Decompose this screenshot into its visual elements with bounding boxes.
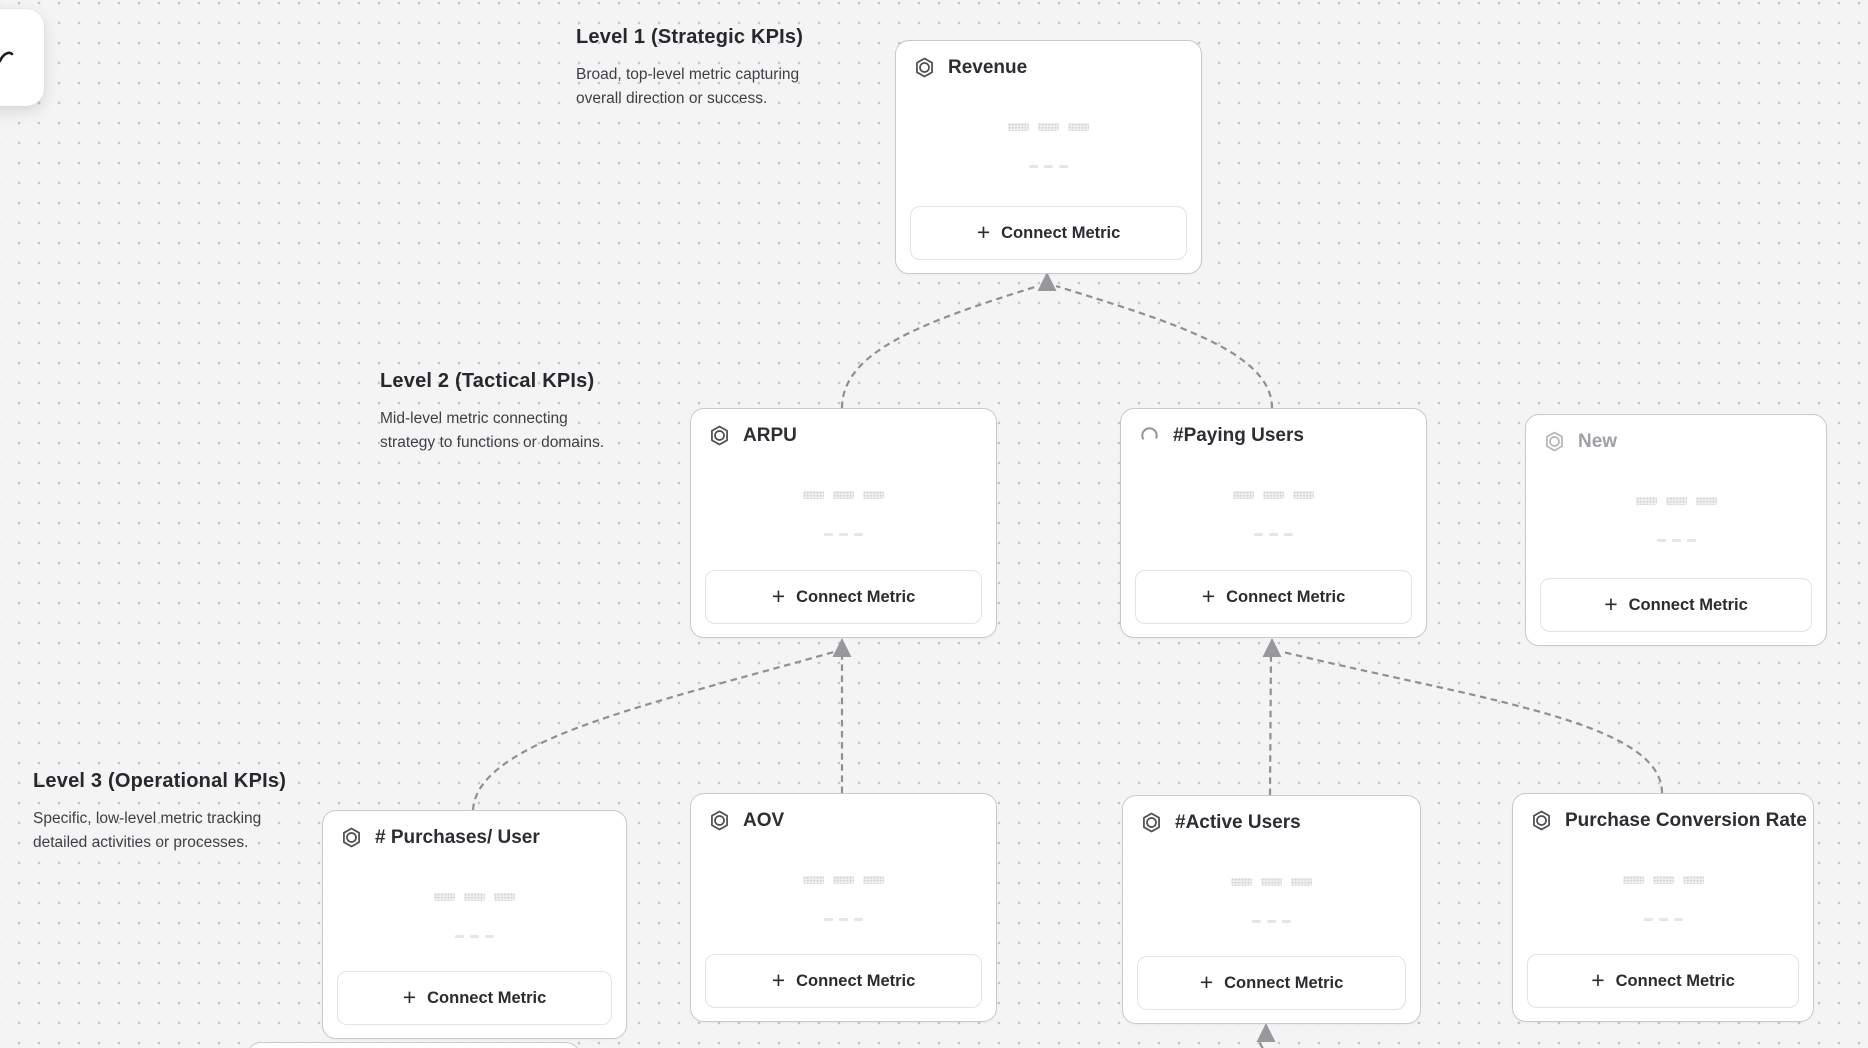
skeleton-dashes (896, 165, 1201, 168)
connect-metric-label: Connect Metric (796, 587, 916, 606)
metric-card-active-users[interactable]: #Active Users + Connect Metric (1122, 795, 1421, 1024)
connect-metric-button[interactable]: + Connect Metric (910, 206, 1187, 260)
plus-icon: + (771, 966, 786, 993)
level-1-description: Broad, top-level metric capturing overal… (576, 66, 800, 107)
metric-card-purchases-per-user[interactable]: # Purchases/ User + Connect Metric (322, 810, 627, 1039)
connect-metric-label: Connect Metric (1226, 587, 1346, 606)
card-title: New (1578, 430, 1618, 452)
card-title: #Active Users (1175, 811, 1301, 833)
card-header: #Active Users (1123, 796, 1420, 834)
card-header: #Paying Users (1121, 409, 1426, 447)
connect-metric-button[interactable]: + Connect Metric (1540, 578, 1812, 632)
connect-metric-button[interactable]: + Connect Metric (1527, 954, 1799, 1008)
plus-icon: + (1201, 582, 1216, 609)
plus-icon: + (1199, 968, 1214, 995)
connect-metric-button[interactable]: + Connect Metric (1135, 570, 1412, 624)
card-header: AOV (691, 794, 996, 832)
card-title: AOV (743, 809, 785, 831)
arrowhead-into-payingusers (1262, 638, 1282, 657)
connect-metric-button[interactable]: + Connect Metric (705, 954, 982, 1008)
edge-payingusers-revenue (1055, 284, 1274, 409)
metric-card-arpu[interactable]: ARPU + Connect Metric (690, 408, 997, 638)
skeleton-dashes (1121, 533, 1426, 536)
skeleton-bars (1123, 878, 1420, 886)
skeleton-dashes (691, 533, 996, 536)
edge-activeusers-payingusers (1268, 649, 1273, 796)
skeleton-bars (1526, 497, 1826, 505)
metric-card-partial-offscreen[interactable] (247, 1042, 580, 1048)
hexagon-metric-icon (1143, 812, 1160, 833)
card-title: Purchase Conversion Rate (1565, 809, 1807, 831)
skeleton-bars (323, 893, 626, 901)
plus-icon: + (1604, 590, 1618, 617)
card-header: ARPU (691, 409, 996, 447)
level-3-title: Level 3 (Operational KPIs) (33, 770, 287, 792)
metric-card-revenue[interactable]: Revenue + Connect Metric (895, 40, 1202, 274)
connect-metric-label: Connect Metric (427, 988, 547, 1007)
hexagon-metric-icon (1546, 431, 1563, 452)
hexagon-metric-icon (343, 827, 360, 848)
skeleton-dashes (1526, 539, 1826, 542)
connect-metric-label: Connect Metric (1628, 595, 1748, 614)
level-2-label: Level 2 (Tactical KPIs) Mid-level metric… (380, 366, 622, 455)
card-title: # Purchases/ User (375, 826, 540, 848)
plus-icon: + (1591, 966, 1605, 993)
skeleton-bars (691, 491, 996, 499)
plus-icon: + (771, 582, 786, 609)
skeleton-dashes (691, 918, 996, 921)
metric-card-purchase-conversion-rate[interactable]: Purchase Conversion Rate + Connect Metri… (1512, 793, 1814, 1022)
skeleton-bars (1121, 491, 1426, 499)
connect-metric-label: Connect Metric (796, 971, 916, 990)
skeleton-dashes (1513, 918, 1813, 921)
hexagon-metric-icon (711, 810, 728, 831)
connect-metric-label: Connect Metric (1615, 971, 1735, 990)
edge-purchases-arpu (471, 650, 835, 811)
card-header: Revenue (896, 41, 1201, 79)
hexagon-metric-icon (1533, 810, 1550, 831)
metric-card-aov[interactable]: AOV + Connect Metric (690, 793, 997, 1022)
metric-card-new[interactable]: New + Connect Metric (1525, 414, 1827, 646)
card-header: New (1526, 415, 1826, 453)
level-3-description: Specific, low-level metric tracking deta… (33, 810, 262, 851)
arrowhead-into-revenue (1037, 272, 1057, 291)
hexagon-metric-icon (711, 425, 728, 446)
connect-metric-label: Connect Metric (1224, 973, 1344, 992)
edge-pcr-payingusers (1282, 650, 1664, 794)
connect-metric-button[interactable]: + Connect Metric (705, 570, 982, 624)
skeleton-dashes (323, 935, 626, 938)
connect-metric-button[interactable]: + Connect Metric (337, 971, 612, 1025)
skeleton-bars (896, 123, 1201, 131)
level-2-description: Mid-level metric connecting strategy to … (380, 410, 605, 451)
tool-panel-button[interactable] (0, 9, 44, 106)
metric-card-paying-users[interactable]: #Paying Users + Connect Metric (1120, 408, 1427, 638)
card-title: ARPU (743, 424, 797, 446)
card-header: Purchase Conversion Rate (1513, 794, 1813, 832)
hexagon-metric-icon (916, 57, 933, 78)
plus-icon: + (402, 983, 417, 1010)
card-header: # Purchases/ User (323, 811, 626, 849)
connect-metric-label: Connect Metric (1001, 223, 1121, 242)
card-title: #Paying Users (1173, 424, 1304, 446)
level-2-title: Level 2 (Tactical KPIs) (380, 370, 595, 392)
arrowhead-into-activeusers (1256, 1023, 1276, 1042)
cursor-tool-icon (0, 51, 14, 63)
skeleton-bars (691, 876, 996, 884)
loading-spinner-icon (1141, 427, 1158, 444)
level-1-title: Level 1 (Strategic KPIs) (576, 26, 804, 48)
skeleton-bars (1513, 876, 1813, 884)
level-1-label: Level 1 (Strategic KPIs) Broad, top-leve… (576, 22, 840, 111)
plus-icon: + (976, 218, 991, 245)
edge-arpu-revenue (840, 284, 1039, 409)
card-title: Revenue (948, 56, 1028, 78)
level-3-label: Level 3 (Operational KPIs) Specific, low… (33, 766, 301, 855)
skeleton-dashes (1123, 920, 1420, 923)
connect-metric-button[interactable]: + Connect Metric (1137, 956, 1406, 1010)
arrowhead-into-arpu (832, 638, 852, 657)
